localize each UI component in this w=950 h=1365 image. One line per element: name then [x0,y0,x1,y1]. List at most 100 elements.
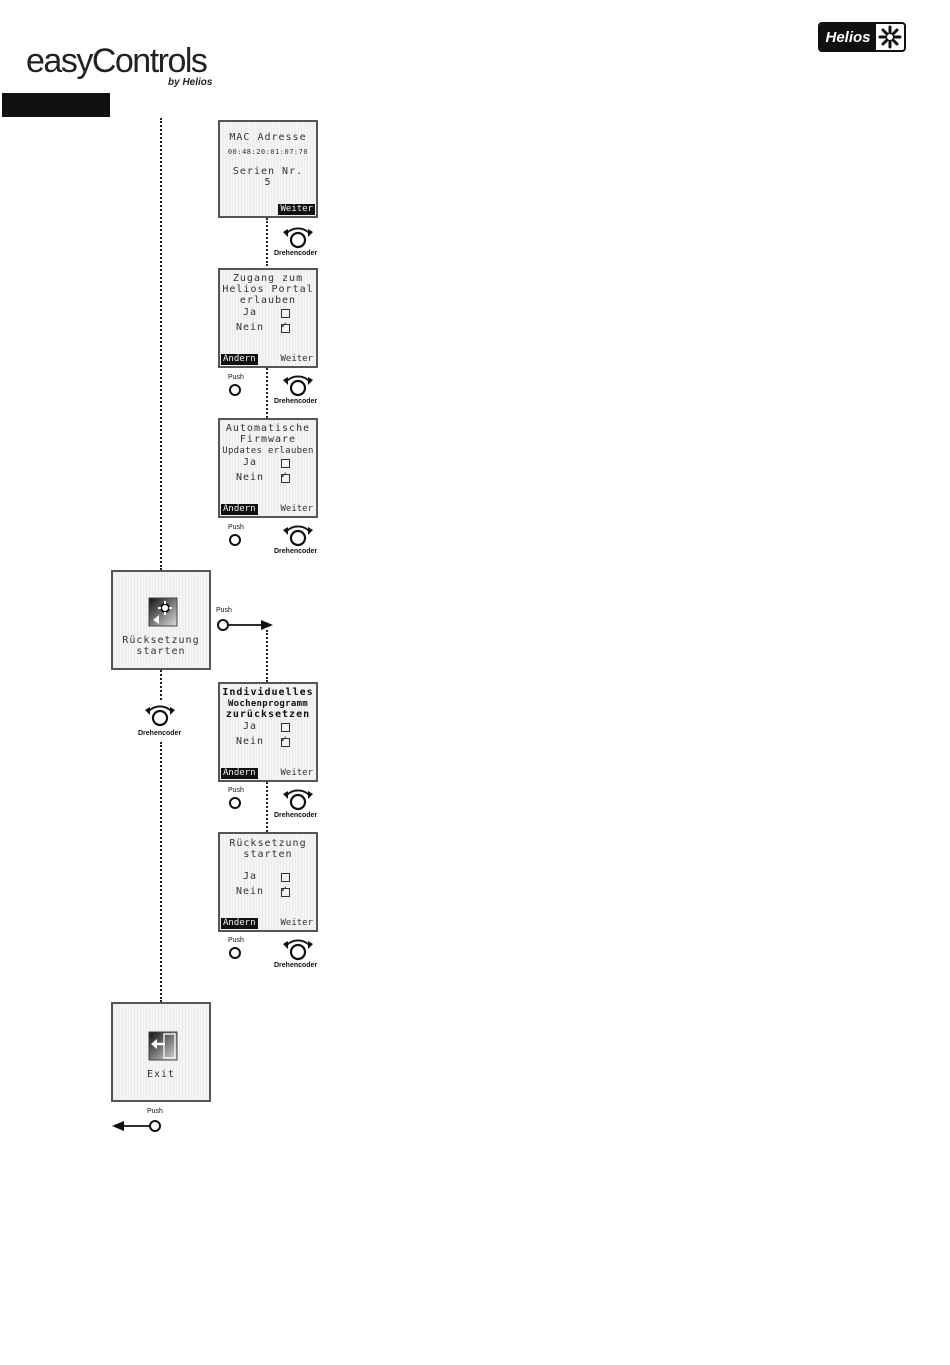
push-control-3[interactable]: Push [228,524,248,550]
arrow-right-icon [229,620,273,630]
mac-value: 00:48:20:01:07:70 [227,148,309,156]
reset-menu-line-2: starten [136,646,186,657]
rotary-encoder-icon [283,789,313,811]
rotary-encoder-icon [283,939,313,961]
weekly-line-1: Individuelles [222,687,314,698]
firmware-line-1: Automatische [225,423,311,434]
check-icon: ✓ [281,734,288,745]
softkey-aendern[interactable]: Ändern [221,768,258,779]
firmware-line-2: Firmware [239,434,297,445]
option-ja: Ja [242,871,258,882]
checkbox-nein[interactable]: ✓ [281,320,290,333]
push-label: Push [147,1108,163,1115]
screen-exit: Exit [111,1002,211,1102]
encoder-control-5[interactable]: Drehencoder [274,786,320,820]
sub-flow-line-3 [266,630,268,682]
option-ja: Ja [242,457,258,468]
portal-line-3: erlauben [239,295,297,306]
push-label: Push [228,787,244,794]
main-flow-line-top [160,118,162,570]
checkbox-nein[interactable]: ✓ [281,470,290,483]
push-control-6[interactable]: Push [228,937,248,963]
screen-reset-menu: Rücksetzung starten [111,570,211,670]
option-nein: Nein [235,736,265,747]
softkey-weiter[interactable]: Weiter [280,354,313,364]
checkbox-ja[interactable] [281,723,290,732]
push-control-exit[interactable]: Push [112,1108,168,1136]
rotary-encoder-icon [283,525,313,547]
fan-star-icon [876,25,904,49]
encoder-label: Drehencoder [274,250,318,257]
brand-logo-easycontrols: easyControls [26,42,208,80]
push-button-icon [229,384,241,396]
mac-title: MAC Adresse [229,132,307,143]
main-flow-line-middle [160,670,162,700]
portal-line-1: Zugang zum [232,273,304,284]
screen-mac-address: MAC Adresse 00:48:20:01:07:70 Serien Nr.… [218,120,318,218]
portal-line-2: Helios Portal [222,284,314,295]
softkey-weiter[interactable]: Weiter [278,204,315,215]
softkey-aendern[interactable]: Ändern [221,504,258,515]
push-control-2[interactable]: Push [228,374,248,400]
rotary-encoder-icon [283,375,313,397]
softkey-weiter[interactable]: Weiter [280,768,313,778]
push-label: Push [228,524,244,531]
check-icon: ✓ [281,470,288,481]
screen-weekly-program-reset: Individuelles Wochenprogramm zurücksetze… [218,682,318,782]
option-ja: Ja [242,307,258,318]
check-icon: ✓ [281,884,288,895]
encoder-label: Drehencoder [274,962,318,969]
push-control-5[interactable]: Push [228,787,248,813]
screen-reset-confirm: Rücksetzung starten Ja Nein ✓ Ändern Wei… [218,832,318,932]
push-button-icon [229,797,241,809]
encoder-control-3[interactable]: Drehencoder [274,522,320,556]
encoder-label: Drehencoder [274,398,318,405]
option-nein: Nein [235,472,265,483]
serial-title: Serien Nr. [232,166,304,177]
reset-confirm-line-2: starten [243,849,293,860]
sub-flow-line-1 [266,218,268,266]
screen-portal-access: Zugang zum Helios Portal erlauben Ja Nei… [218,268,318,368]
softkey-weiter[interactable]: Weiter [280,504,313,514]
main-flow-line-bottom [160,742,162,1002]
arrow-left-icon [112,1121,152,1131]
softkey-aendern[interactable]: Ändern [221,918,258,929]
encoder-control-2[interactable]: Drehencoder [274,372,320,406]
checkbox-ja[interactable] [281,873,290,882]
softkey-aendern[interactable]: Ändern [221,354,258,365]
encoder-label: Drehencoder [138,730,182,737]
encoder-label: Drehencoder [274,812,318,819]
softkey-weiter[interactable]: Weiter [280,918,313,928]
push-button-icon [149,1120,161,1132]
encoder-control-1[interactable]: Drehencoder [274,224,320,258]
weekly-line-2: Wochenprogramm [227,699,309,709]
firmware-line-3: Updates erlauben [222,446,314,456]
push-button-icon [229,947,241,959]
helios-logo-text: Helios [820,24,876,50]
option-ja: Ja [242,721,258,732]
push-button-icon [217,619,229,631]
exit-icon [147,1030,179,1062]
helios-logo: Helios [818,22,906,52]
rotary-encoder-icon [145,705,175,727]
reset-confirm-line-1: Rücksetzung [229,838,307,849]
push-control-reset[interactable]: Push [216,607,273,633]
section-marker-bar [2,93,110,117]
encoder-control-main[interactable]: Drehencoder [138,702,190,738]
push-label: Push [228,937,244,944]
sub-flow-line-4 [266,782,268,832]
encoder-control-6[interactable]: Drehencoder [274,936,320,970]
brand-subtitle: by Helios [168,77,213,88]
screen-firmware-updates: Automatische Firmware Updates erlauben J… [218,418,318,518]
push-label: Push [216,607,232,614]
rotary-encoder-icon [283,227,313,249]
check-icon: ✓ [281,320,288,331]
checkbox-ja[interactable] [281,309,290,318]
push-button-icon [229,534,241,546]
checkbox-ja[interactable] [281,459,290,468]
checkbox-nein[interactable]: ✓ [281,734,290,747]
reset-gear-icon [147,596,179,628]
option-nein: Nein [235,886,265,897]
encoder-label: Drehencoder [274,548,318,555]
checkbox-nein[interactable]: ✓ [281,884,290,897]
